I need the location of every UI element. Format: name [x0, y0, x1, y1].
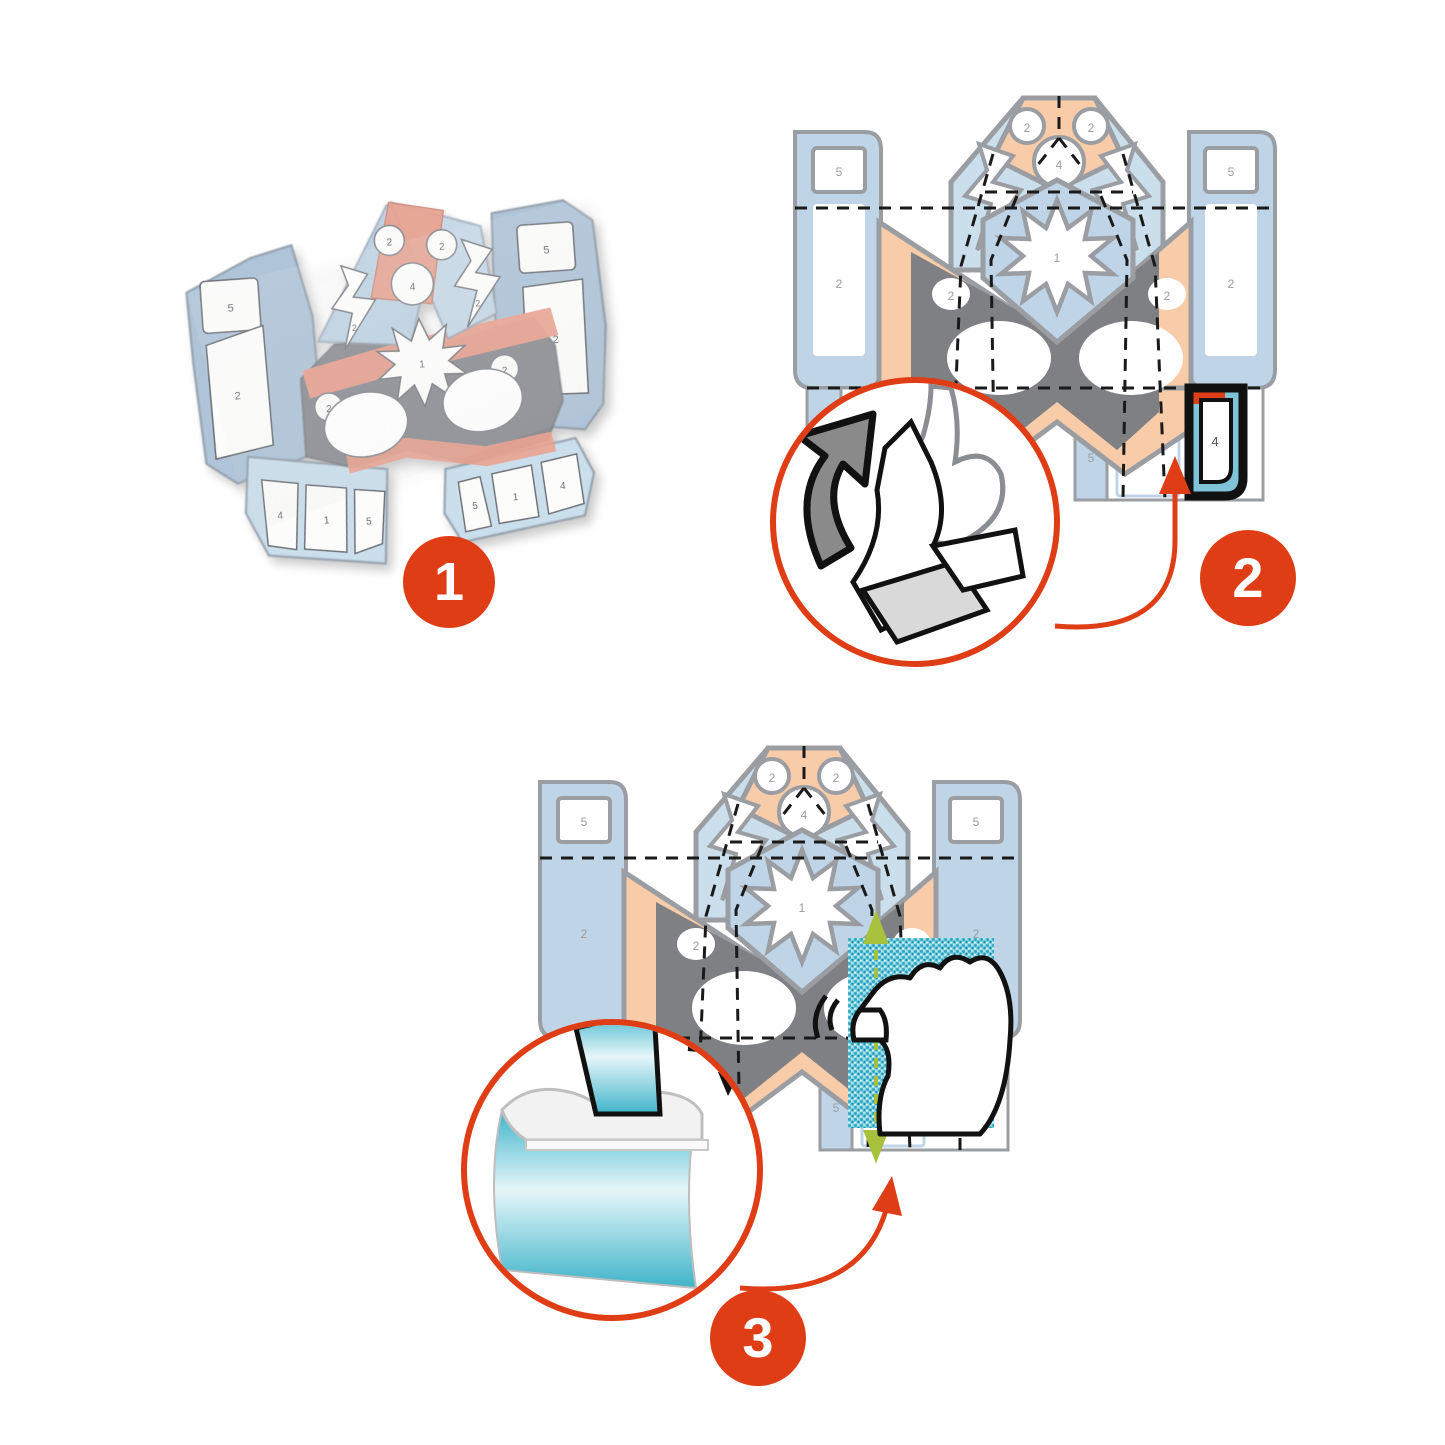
step-2-connector-arrow	[1054, 456, 1191, 630]
svg-text:2: 2	[769, 771, 776, 785]
step-2-detail-inset	[770, 377, 1060, 667]
step-3-panel: 5 2 4 1 5 2 5 1	[440, 710, 1120, 1410]
svg-text:2: 2	[693, 939, 700, 953]
svg-text:2: 2	[386, 237, 393, 248]
svg-text:2: 2	[836, 277, 843, 291]
step-3-diagram: 5 2 4 1 5 2 5 1	[461, 745, 1022, 1321]
svg-text:5: 5	[1088, 451, 1095, 465]
svg-text:2: 2	[1024, 121, 1031, 135]
svg-text:5: 5	[366, 516, 373, 527]
step-1-number: 1	[433, 552, 465, 612]
svg-text:5: 5	[836, 165, 843, 179]
svg-text:5: 5	[581, 815, 588, 829]
svg-text:2: 2	[948, 289, 955, 303]
green-double-arrow-icon	[863, 910, 889, 1164]
svg-text:5: 5	[1228, 165, 1235, 179]
svg-text:2: 2	[1228, 277, 1235, 291]
svg-text:2: 2	[833, 771, 840, 785]
step-2-number: 2	[1232, 546, 1264, 609]
svg-text:4: 4	[801, 808, 808, 822]
highlighted-tab-4[interactable]: 4	[1184, 383, 1248, 501]
step-3-badge: 3	[710, 1290, 806, 1386]
svg-text:1: 1	[324, 515, 331, 526]
svg-text:5: 5	[973, 815, 980, 829]
motion-lines-icon	[812, 994, 840, 1039]
svg-text:1: 1	[799, 901, 806, 915]
step-1-mask-photo: 5 2 5 2 4 1 5 5	[185, 196, 610, 565]
step-1-panel: 5 2 5 2 4 1 5 5	[150, 150, 650, 628]
svg-text:5: 5	[833, 1101, 840, 1115]
svg-text:4: 4	[560, 481, 567, 492]
svg-text:5: 5	[472, 501, 479, 512]
svg-text:4: 4	[1056, 158, 1063, 172]
step-2-badge: 2	[1200, 530, 1296, 626]
svg-text:1: 1	[512, 492, 519, 503]
step-3-number: 3	[742, 1306, 774, 1369]
step-3-connector-arrow	[739, 1176, 902, 1292]
svg-text:2: 2	[973, 927, 980, 941]
step-2-diagram: 5 2 4 1 5 2 5 1	[770, 95, 1277, 667]
step-2-panel: 5 2 4 1 5 2 5 1	[755, 70, 1315, 670]
svg-text:4: 4	[1211, 434, 1218, 449]
svg-text:2: 2	[1164, 289, 1171, 303]
svg-text:1: 1	[1054, 251, 1061, 265]
svg-text:2: 2	[581, 927, 588, 941]
step-1-badge: 1	[403, 536, 495, 628]
svg-text:2: 2	[1088, 121, 1095, 135]
glitter-application[interactable]	[812, 910, 1014, 1164]
